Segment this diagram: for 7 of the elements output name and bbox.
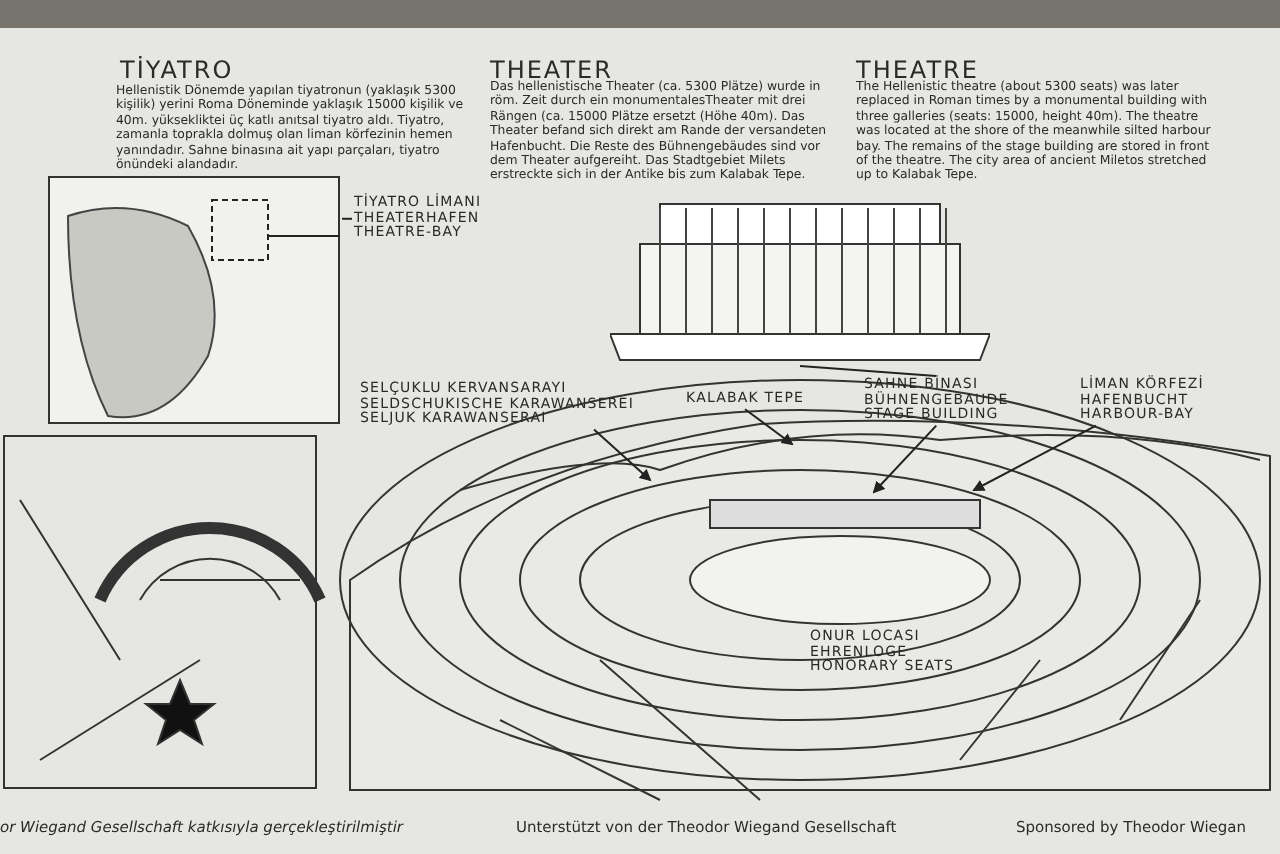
leader-line bbox=[593, 428, 652, 482]
city-map-drawing bbox=[48, 176, 340, 424]
leader-line bbox=[972, 424, 1097, 491]
leader-line bbox=[744, 408, 794, 446]
section-heading: TİYATRO bbox=[120, 56, 234, 84]
leader-line bbox=[341, 217, 353, 220]
leader-line bbox=[872, 424, 938, 494]
